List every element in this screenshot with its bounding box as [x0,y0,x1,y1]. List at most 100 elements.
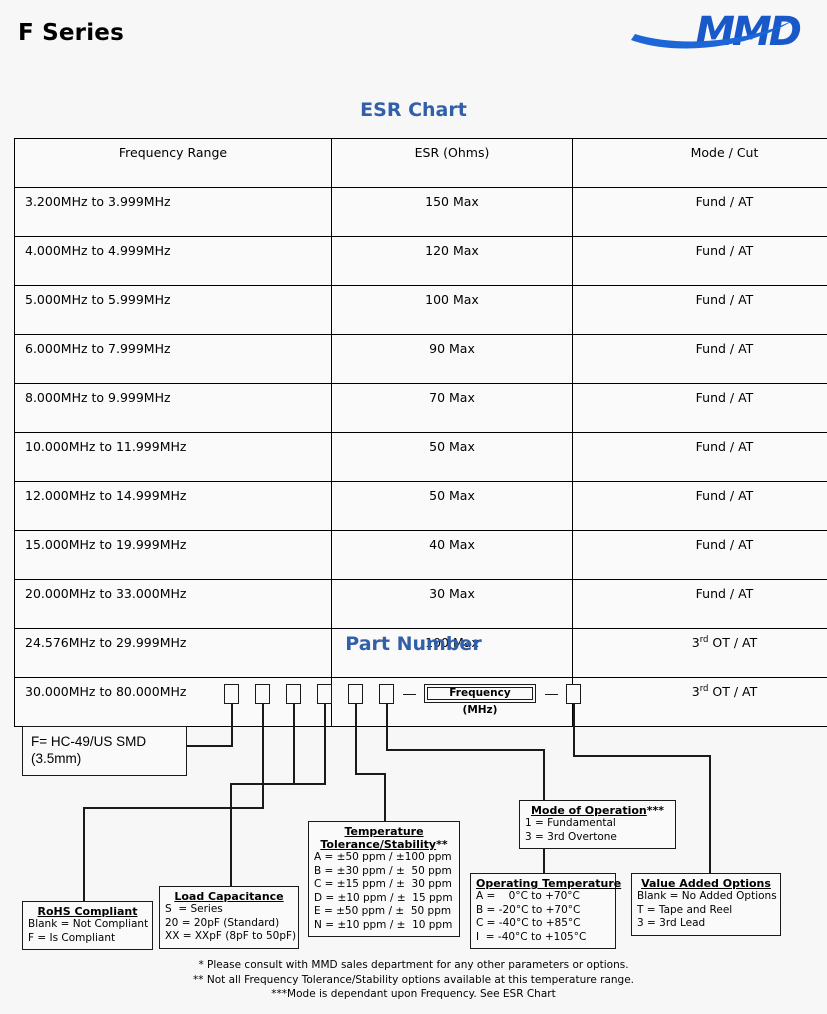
operating-temperature-line-3: C = -40°C to +85°C [476,917,581,929]
column-header-esr: ESR (Ohms) [331,138,573,188]
cell-mode-cut: Fund / AT [572,530,827,580]
cell-esr: 100 Max [331,628,573,678]
value-added-line-2: T = Tape and Reel [637,903,733,916]
cell-frequency-range: 30.000MHz to 80.000MHz [14,677,332,727]
cell-mode-cut: Fund / AT [572,187,827,237]
cell-mode-cut: 3rd OT / AT [572,677,827,727]
cell-frequency-range: 15.000MHz to 19.999MHz [14,530,332,580]
mode-overtone-text: 3rd OT / AT [691,635,758,651]
cell-frequency-range: 3.200MHz to 3.999MHz [14,187,332,237]
connector-loadcap-drop [230,783,232,886]
part-slot-1-package[interactable] [224,684,239,704]
callout-rohs: RoHS Compliant Blank = Not Compliant F =… [22,901,153,950]
package-line-1: F= HC-49/US SMD [31,734,147,749]
page-title: F Series [18,20,124,46]
table-row: 8.000MHz to 9.999MHz 70 Max Fund / AT [14,383,827,433]
cell-esr: 90 Max [331,334,573,384]
part-slot-3-load-capacitance[interactable] [286,684,301,704]
connector-rohs-drop [83,807,85,901]
connector-slot7-vertical [573,704,575,756]
mode-of-operation-title: Mode of Operation*** [530,804,665,817]
esr-table: Frequency Range ESR (Ohms) Mode / Cut 3.… [14,138,827,727]
connector-value-added-drop [709,755,711,873]
connector-slot5-horizontal [355,773,386,775]
esr-table-body: Frequency Range ESR (Ohms) Mode / Cut 3.… [14,138,827,727]
connector-slot1-vertical [231,704,233,747]
mode-of-operation-line-2: 3 = 3rd Overtone [525,830,617,843]
connector-slot7-horizontal [573,755,711,757]
callout-load-capacitance: Load Capacitance S = Series 20 = 20pF (S… [159,886,299,949]
connector-slot1-horizontal [187,745,232,747]
separator-dash-1 [403,694,416,695]
callout-mode-of-operation: Mode of Operation*** 1 = Fundamental 3 =… [519,800,676,849]
temperature-title-line-1: Temperature [344,825,424,838]
footnote-1: * Please consult with MMD sales departme… [198,959,629,971]
table-row: 12.000MHz to 14.999MHz 50 Max Fund / AT [14,481,827,531]
cell-frequency-range: 24.576MHz to 29.999MHz [14,628,332,678]
cell-frequency-range: 12.000MHz to 14.999MHz [14,481,332,531]
connector-temperature-drop [384,773,386,822]
frequency-field[interactable]: Frequency (MHz) [424,684,536,716]
cell-mode-cut: Fund / AT [572,579,827,629]
cell-frequency-range: 20.000MHz to 33.000MHz [14,579,332,629]
value-added-line-1: Blank = No Added Options [637,890,777,902]
cell-mode-cut: Fund / AT [572,383,827,433]
separator-dash-2 [545,694,558,695]
cell-mode-cut: Fund / AT [572,285,827,335]
package-line-2: (3.5mm) [31,751,82,766]
part-slot-5-temperature[interactable] [348,684,363,704]
part-slot-2-rohs[interactable] [255,684,270,704]
cell-esr: 30 Max [331,579,573,629]
temperature-line-5: E = ±50 ppm / ± 50 ppm [314,905,452,917]
operating-temperature-line-4: I = -40°C to +105°C [476,930,587,943]
cell-frequency-range: 10.000MHz to 11.999MHz [14,432,332,482]
table-header-row: Frequency Range ESR (Ohms) Mode / Cut [14,138,827,188]
cell-frequency-range: 4.000MHz to 4.999MHz [14,236,332,286]
mode-of-operation-title-stars: *** [646,804,665,817]
callout-value-added-options: Value Added Options Blank = No Added Opt… [631,873,781,936]
temperature-line-6: N = ±10 ppm / ± 10 ppm [314,918,453,931]
table-row: 6.000MHz to 7.999MHz 90 Max Fund / AT [14,334,827,384]
table-row: 20.000MHz to 33.000MHz 30 Max Fund / AT [14,579,827,629]
page-header: F Series MMD [0,0,827,70]
cell-esr: 100 Max [331,285,573,335]
connector-slot6-horizontal [386,749,545,751]
part-number-diagram: Frequency (MHz) F= HC-49/US SMD (3.5mm) … [0,660,827,1014]
connector-slot6-vertical [386,704,388,750]
rohs-line-2: F = Is Compliant [28,931,116,944]
cell-frequency-range: 6.000MHz to 7.999MHz [14,334,332,384]
connector-slot3-vertical [293,704,295,784]
mode-overtone-text: 3rd OT / AT [691,684,758,700]
temperature-line-4: D = ±10 ppm / ± 15 ppm [314,891,453,904]
load-capacitance-line-1: S = Series [165,903,223,915]
rohs-title: RoHS Compliant [37,905,138,918]
table-row: 15.000MHz to 19.999MHz 40 Max Fund / AT [14,530,827,580]
callout-temperature: Temperature Tolerance/Stability** A = ±5… [308,821,460,937]
connector-slot2-vertical [262,704,264,808]
operating-temperature-title: Operating Temperature [476,877,622,890]
rohs-line-1: Blank = Not Compliant [28,918,149,930]
temperature-line-1: A = ±50 ppm / ±100 ppm [314,851,452,863]
mode-of-operation-line-1: 1 = Fundamental [525,817,616,829]
part-slot-6-operating-temperature[interactable] [379,684,394,704]
cell-frequency-range: 5.000MHz to 5.999MHz [14,285,332,335]
footnote-2: ** Not all Frequency Tolerance/Stability… [193,973,634,986]
value-added-title: Value Added Options [641,877,771,890]
table-row: 24.576MHz to 29.999MHz 100 Max 3rd OT / … [14,628,827,678]
cell-mode-cut: Fund / AT [572,432,827,482]
column-header-mode-cut: Mode / Cut [572,138,827,188]
part-slot-7-value-added[interactable] [566,684,581,704]
mmd-logo: MMD [629,9,802,56]
cell-esr: 70 Max [331,383,573,433]
value-added-line-3: 3 = 3rd Lead [637,917,706,929]
part-slot-4-load-capacitance[interactable] [317,684,332,704]
load-capacitance-title: Load Capacitance [174,890,284,903]
column-header-frequency-range: Frequency Range [14,138,332,188]
table-row: 3.200MHz to 3.999MHz 150 Max Fund / AT [14,187,827,237]
logo-wordmark: MMD [695,9,802,55]
connector-slot4-horizontal [230,783,326,785]
load-capacitance-line-2: 20 = 20pF (Standard) [165,916,280,929]
table-row: 4.000MHz to 4.999MHz 120 Max Fund / AT [14,236,827,286]
table-row: 30.000MHz to 80.000MHz 80 Max 3rd OT / A… [14,677,827,727]
cell-esr: 50 Max [331,481,573,531]
